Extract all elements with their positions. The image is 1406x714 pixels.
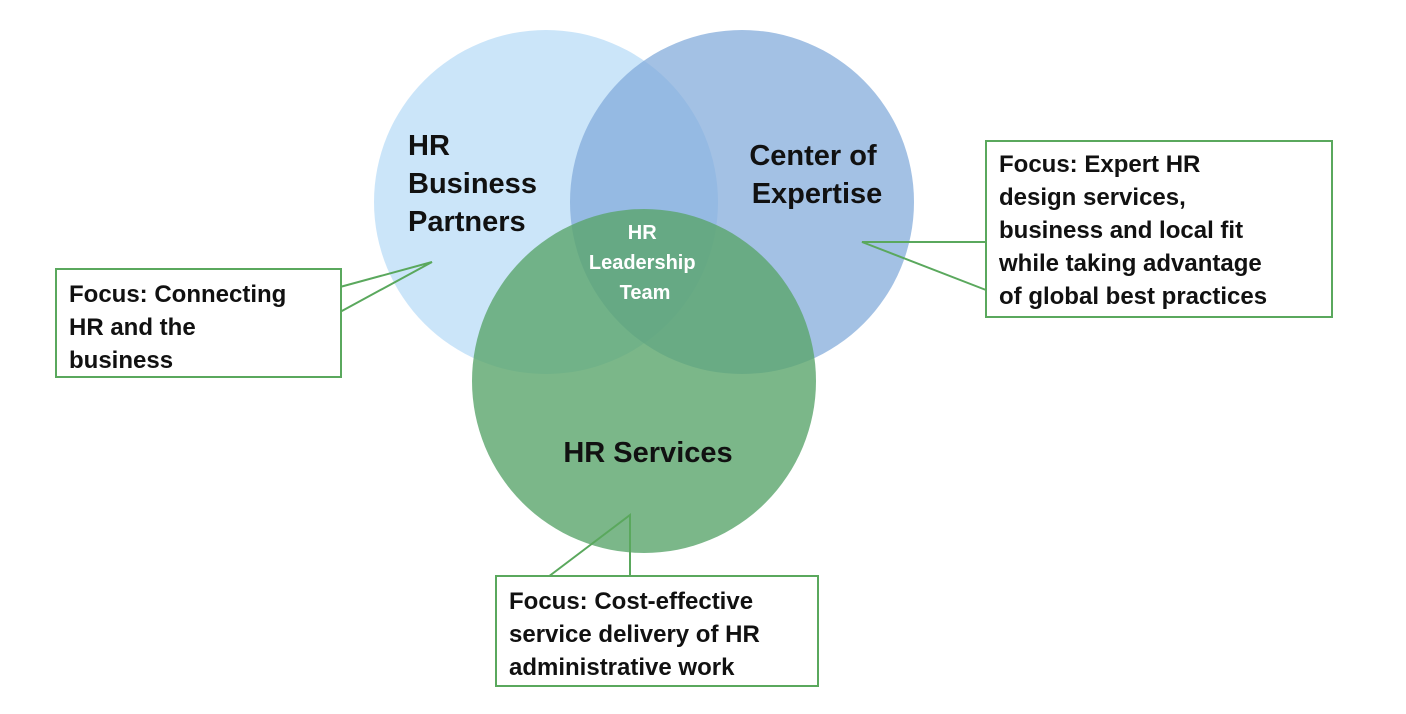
callout-line: design services, xyxy=(999,184,1186,211)
center-of-expertise-callout: Focus: Expert HR design services, busine… xyxy=(985,140,1333,318)
hr-business-partners-connector xyxy=(339,261,433,313)
callout-line: of global best practices xyxy=(999,283,1268,310)
center-of-expertise-connector xyxy=(861,241,987,291)
hr-services-label: HR Services xyxy=(563,437,732,469)
callout-line: business and local fit xyxy=(999,217,1244,244)
center-of-expertise-label: Center of Expertise xyxy=(749,140,884,210)
callout-line: HR and the xyxy=(69,314,196,341)
callout-line: administrative work xyxy=(509,654,735,681)
hr-business-partners-label: HR Business Partners xyxy=(408,130,545,238)
hr-leadership-team-label: HR Leadership Team xyxy=(589,222,701,304)
callout-line: Focus: Connecting xyxy=(69,281,287,308)
hr-services-circle xyxy=(472,209,816,553)
hr-business-partners-callout: Focus: Connecting HR and the business xyxy=(55,268,342,378)
hr-services-connector xyxy=(547,512,631,578)
hr-services-callout: Focus: Cost-effective service delivery o… xyxy=(495,575,819,687)
callout-line: service delivery of HR xyxy=(509,621,760,648)
callout-line: Focus: Expert HR xyxy=(999,151,1201,178)
callout-line: business xyxy=(69,347,174,374)
callout-line: Focus: Cost-effective xyxy=(509,588,754,615)
callout-line: while taking advantage xyxy=(999,250,1262,277)
